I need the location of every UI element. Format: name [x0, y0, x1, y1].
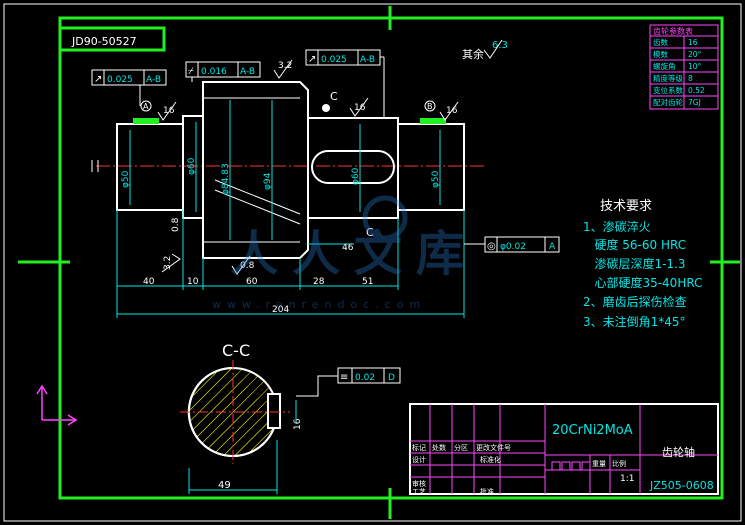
svg-text:A-B: A-B — [146, 75, 161, 85]
svg-text:↗: ↗ — [308, 54, 316, 65]
rough-08: 0.8 — [240, 261, 255, 271]
svg-text:↗: ↗ — [94, 74, 102, 85]
watermark-brand: 人人文库 — [230, 226, 478, 282]
section-view: C-C 49 16 ≡ 0.02 D — [180, 341, 401, 494]
tb-scale: 1:1 — [620, 474, 634, 484]
ucs-icon — [36, 384, 78, 426]
tb-label-10: 比例 — [612, 459, 626, 468]
watermark: 人人文库 www.renrendoc.com — [212, 195, 478, 311]
dim-51: 51 — [362, 277, 373, 287]
dim-60: 60 — [246, 277, 258, 287]
rough-16b: 16 — [354, 103, 366, 113]
tb-label-8: 批准 — [480, 487, 494, 496]
dim-46: 46 — [342, 243, 354, 253]
shaft-main-view — [91, 81, 486, 318]
gear-param-k0: 齿数 — [653, 37, 668, 47]
tb-label-2: 分区 — [454, 443, 468, 452]
tech-item-4: 2、磨齿后探伤检查 — [583, 294, 687, 309]
dim-dia-body1: φ84.83 — [221, 163, 231, 195]
gear-param-k2: 螺旋角 — [653, 61, 676, 71]
sym-tol-sym: ≡ — [340, 372, 348, 383]
tech-item-1: 硬度 56-60 HRC — [583, 237, 686, 252]
drawing-code-text: JD90-50527 — [71, 35, 137, 48]
tolerance-frame-4: ◎ φ0.02 A — [464, 236, 560, 253]
title-block: 20CrNi2MoA 齿轮轴 JZ505-0608 1:1 标记 处数 分区 更… — [409, 403, 719, 496]
rough-08b: 0.8 — [171, 217, 181, 232]
tb-label-3: 更改文件号 — [476, 443, 511, 452]
datum-labels: A B C C — [140, 90, 436, 239]
section-w: 49 — [218, 480, 231, 491]
tb-label-6: 审核 — [412, 479, 426, 488]
outer-border — [3, 3, 742, 522]
svg-text:A-B: A-B — [360, 55, 375, 65]
datum-c-bot: C — [366, 226, 374, 239]
svg-text:φ0.02: φ0.02 — [500, 242, 526, 252]
svg-text:A: A — [549, 242, 556, 252]
roughness-symbol — [483, 39, 503, 59]
tech-requirements: 技术要求 1、渗碳淬火 硬度 56-60 HRC 渗碳层深度1-1.3 心部硬度… — [583, 199, 702, 329]
roughness-value: 6.3 — [492, 40, 508, 51]
rough-32a: 3.2 — [278, 61, 292, 71]
svg-text:◎: ◎ — [487, 241, 496, 252]
tolerance-frame-1: ↗ 0.025 A-B — [91, 69, 167, 106]
gear-param-k1: 模数 — [653, 49, 668, 59]
dim-dia-left: φ50 — [121, 170, 131, 188]
tech-item-5: 3、未注倒角1*45° — [583, 314, 686, 329]
tb-label-5: 标准化 — [480, 455, 501, 464]
gear-param-table: 齿轮参数表 齿数 16 模数 20° 螺旋角 10° 精度等级 8 变位系数 0… — [649, 24, 719, 110]
tb-label-1: 处数 — [432, 443, 446, 452]
datum-b: B — [427, 102, 433, 111]
tolerance-frame-2: ⌿ 0.016 A-B — [185, 61, 261, 82]
centering-marks — [18, 6, 740, 519]
section-key: 16 — [293, 418, 303, 430]
section-title: C-C — [222, 341, 250, 360]
tb-label-4: 设计 — [412, 455, 426, 464]
datum-c-top: C — [330, 90, 338, 103]
tech-item-2: 渗碳层深度1-1.3 — [583, 256, 686, 271]
gear-param-k4: 变位系数 — [653, 85, 683, 95]
rough-32b: 3.2 — [163, 256, 173, 270]
dim-10: 10 — [187, 277, 199, 287]
dim-dia-mid1: φ60 — [187, 157, 197, 175]
svg-text:0.025: 0.025 — [321, 55, 347, 65]
tb-label-7: 工艺 — [412, 488, 426, 496]
svg-text:A-B: A-B — [240, 67, 255, 77]
dim-40: 40 — [143, 277, 155, 287]
svg-text:0.025: 0.025 — [107, 75, 133, 85]
sym-tol-val: 0.02 — [355, 373, 375, 383]
dim-dia-keyseat: φ60 — [351, 167, 361, 185]
datum-a: A — [143, 102, 149, 111]
svg-text:0.016: 0.016 — [201, 67, 227, 77]
drawing-code-box — [58, 26, 166, 52]
gear-param-v3: 8 — [688, 74, 693, 83]
dim-dia-right: φ50 — [431, 170, 441, 188]
tech-item-3: 心部硬度35-40HRC — [583, 275, 702, 290]
tech-item-0: 1、渗碳淬火 — [583, 219, 651, 234]
sym-tol-ref: D — [388, 373, 395, 383]
rough-16a: 16 — [163, 106, 175, 116]
tech-title: 技术要求 — [600, 199, 652, 214]
tb-part-name: 齿轮轴 — [662, 445, 695, 459]
gear-param-v5: 7GJ — [688, 98, 701, 107]
tb-label-0: 标记 — [412, 443, 426, 452]
dim-28: 28 — [313, 277, 325, 287]
roughness-marks — [157, 59, 459, 275]
gear-param-k3: 精度等级 — [653, 73, 683, 83]
tolerance-frame-3: ↗ 0.025 A-B — [305, 49, 385, 118]
gear-param-v4: 0.52 — [688, 86, 705, 95]
gear-param-v1: 20° — [688, 50, 702, 59]
gear-param-k5: 配对齿轮 — [653, 97, 683, 107]
dim-total: 204 — [272, 305, 289, 315]
watermark-url: www.renrendoc.com — [212, 298, 426, 311]
svg-text:⌿: ⌿ — [188, 66, 194, 77]
gear-param-title: 齿轮参数表 — [653, 26, 693, 36]
dim-dia-body2: φ94 — [263, 172, 273, 190]
gear-param-v2: 10° — [688, 62, 702, 71]
gear-param-v0: 16 — [688, 38, 698, 47]
tb-drawing-no: JZ505-0608 — [649, 479, 714, 492]
tb-material: 20CrNi2MoA — [552, 423, 633, 438]
tb-label-9: 重量 — [592, 460, 606, 468]
roughness-note: 其余 — [462, 47, 484, 61]
